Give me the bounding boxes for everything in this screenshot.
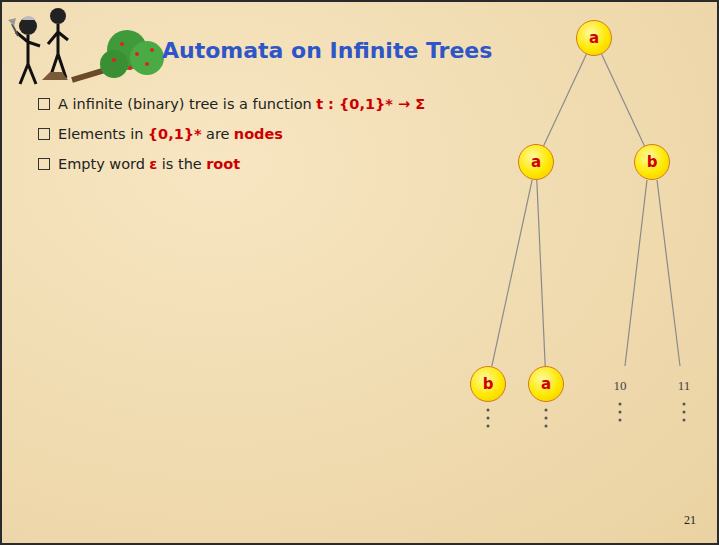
- node-symbol: a: [541, 375, 551, 393]
- bullet-square: [38, 98, 50, 110]
- bullet-text: root: [206, 156, 240, 172]
- node-symbol: a: [531, 153, 541, 171]
- bullet-text: Empty word: [58, 156, 145, 172]
- node-symbol: b: [647, 153, 658, 171]
- tree-node-circle: b: [470, 366, 506, 402]
- tree-branch: [625, 180, 680, 366]
- bullet-text: are: [206, 126, 229, 142]
- tree-edge: [537, 180, 545, 366]
- continuation-dots: [487, 403, 686, 428]
- tree-node-circle: b: [634, 144, 670, 180]
- tree-node-circle: a: [576, 20, 612, 56]
- bullet-text: Elements in: [58, 126, 143, 142]
- tree-edge: [602, 54, 645, 145]
- bullet-text: is the: [162, 156, 202, 172]
- bullet-text: A infinite (binary) tree is a function: [58, 96, 312, 112]
- bullet-line: Elements in {0,1}*are nodes: [38, 126, 287, 142]
- tree-node-circle: a: [528, 366, 564, 402]
- tree-node-circle: a: [518, 144, 554, 180]
- tree-edge: [544, 54, 587, 145]
- clipart: [8, 8, 164, 84]
- bullet-square: [38, 158, 50, 170]
- node-symbol: b: [483, 375, 494, 393]
- node-symbol: a: [589, 29, 599, 47]
- node-address: 11: [678, 378, 691, 394]
- node-address: 10: [614, 378, 627, 394]
- bullet-line: Empty wordε is theroot: [38, 156, 244, 172]
- tree-edge: [492, 180, 532, 367]
- slide-title: Automata on Infinite Trees: [162, 38, 492, 63]
- bullet-text: t : {0,1}* → Σ: [316, 96, 425, 112]
- bullet-line: A infinite (binary) tree is a functiont …: [38, 96, 429, 112]
- bullet-square: [38, 128, 50, 140]
- bullet-text: nodes: [234, 126, 283, 142]
- bullet-text: {0,1}*: [148, 126, 202, 142]
- page-number: 21: [684, 513, 696, 528]
- bullet-text: ε: [149, 156, 157, 172]
